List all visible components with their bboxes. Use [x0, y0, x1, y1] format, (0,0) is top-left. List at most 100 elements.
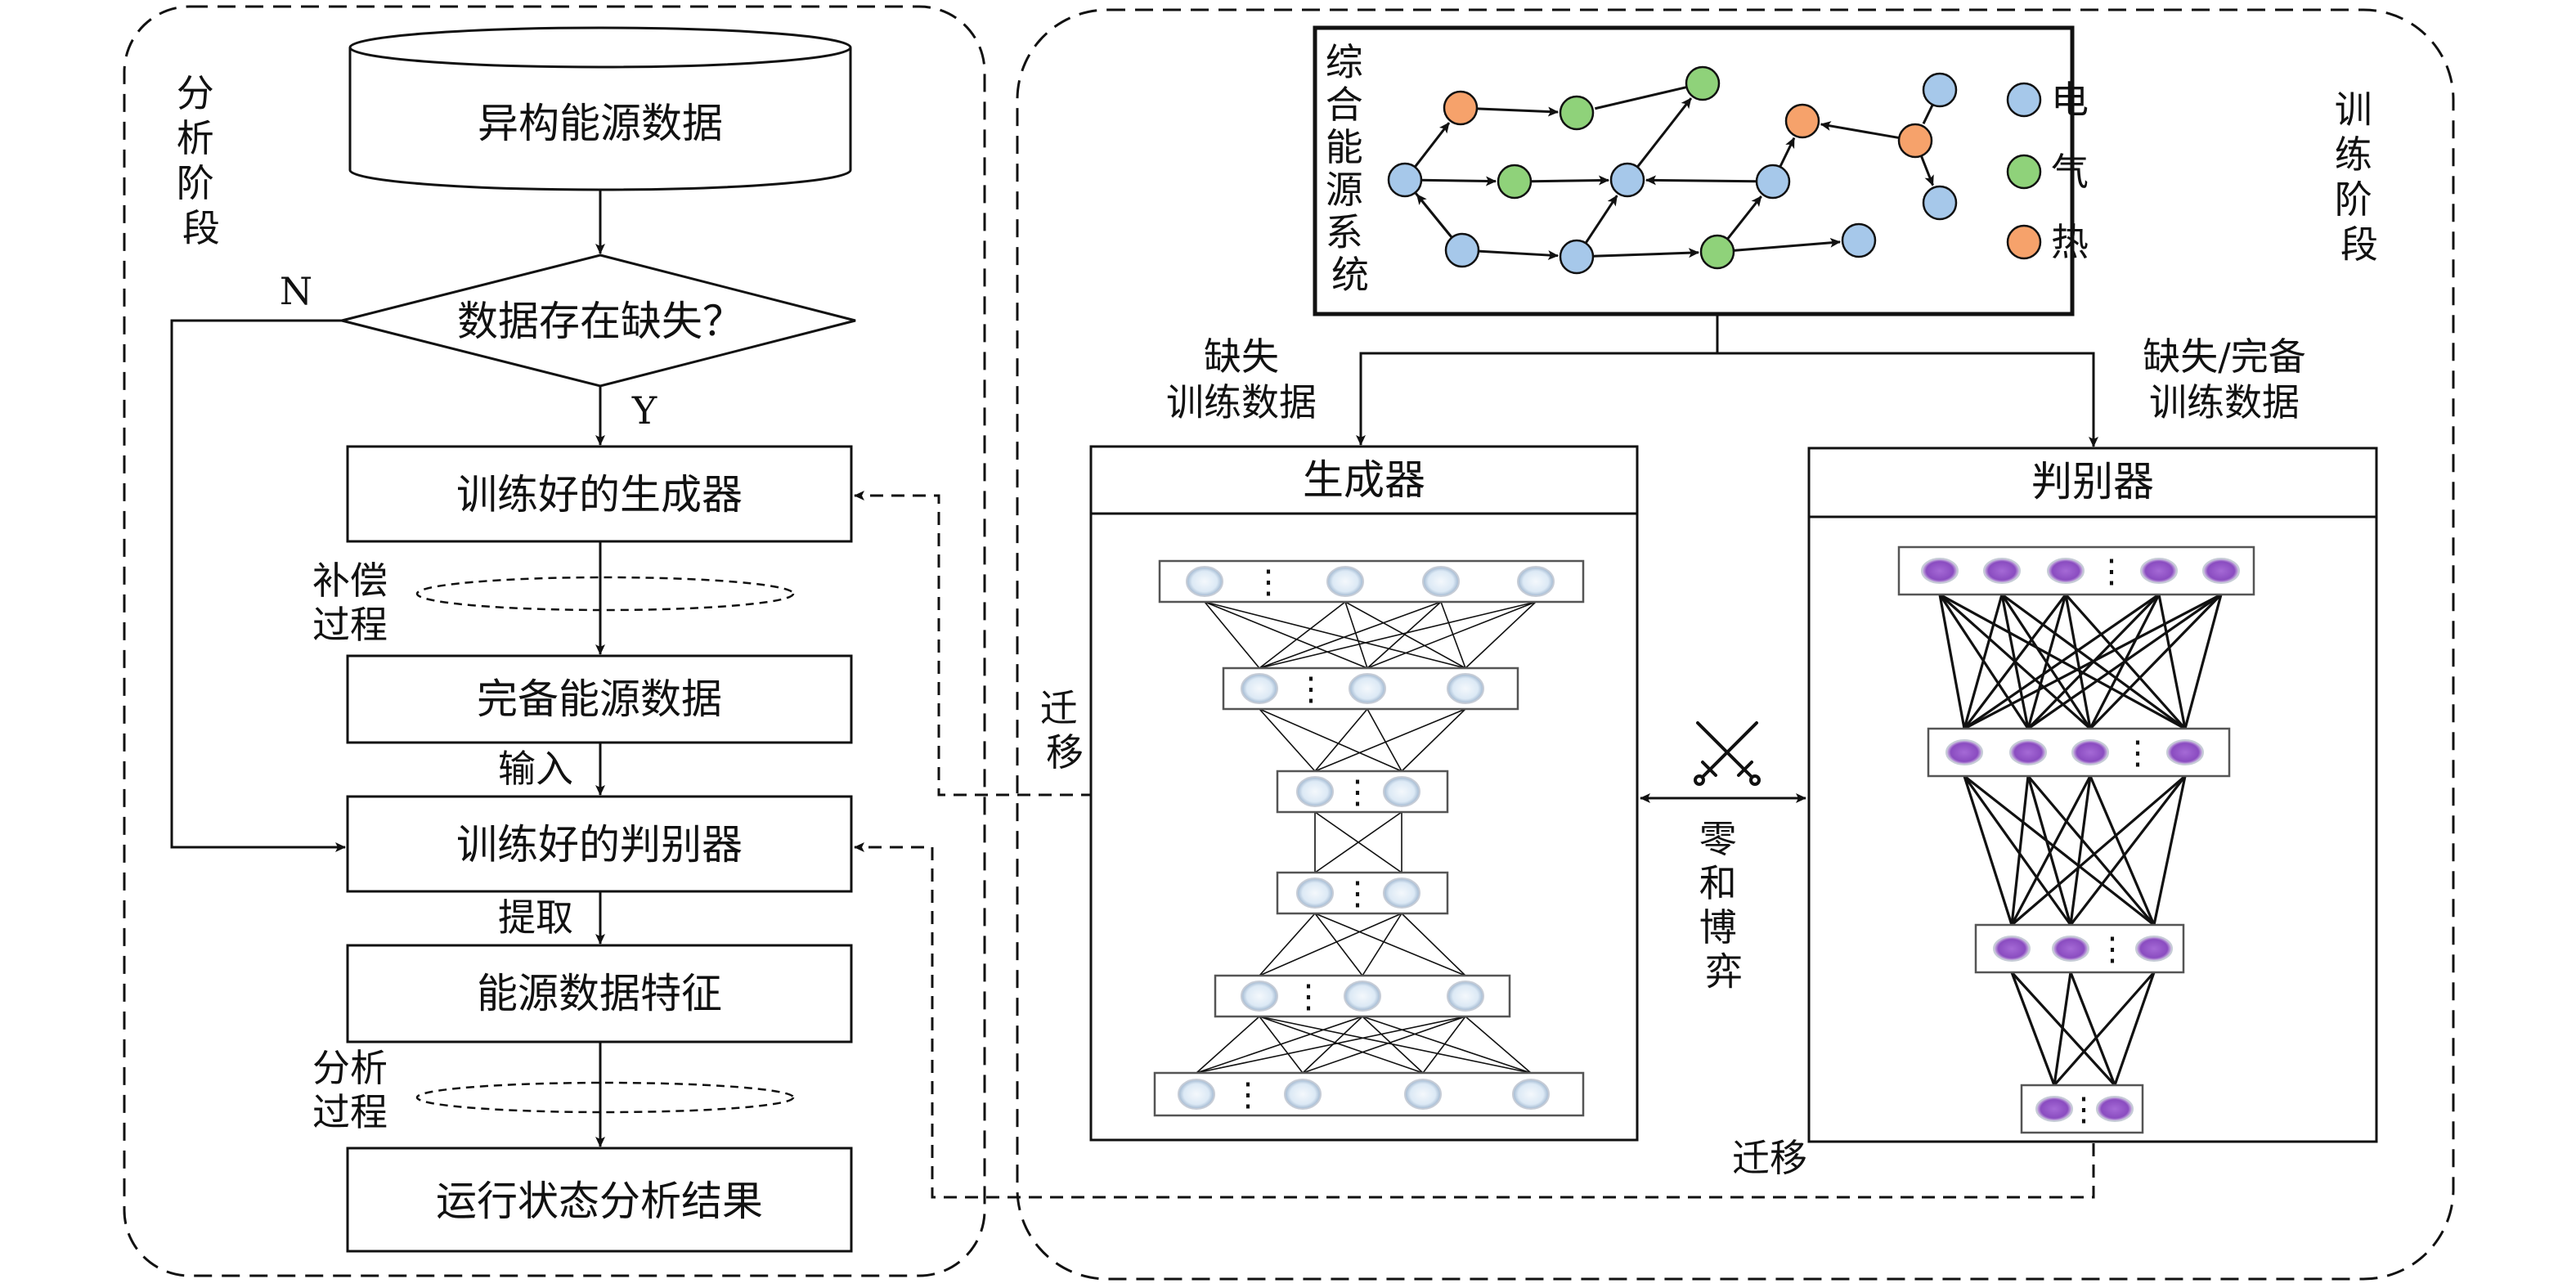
full-data-label-2: 训练数据 — [2149, 380, 2300, 424]
discriminator-connection — [2183, 594, 2223, 729]
discriminator-connection — [2010, 775, 2030, 926]
generator-neuron — [1447, 981, 1484, 1012]
legend-heat-label: 热 — [2051, 220, 2089, 264]
training-stage-frame — [1016, 8, 2455, 1281]
generator-ellipsis: ⋮ — [1292, 978, 1325, 1016]
analysis-stage-label: 分 析 阶 段 — [177, 71, 227, 250]
discriminator-neuron — [2135, 936, 2173, 962]
discriminator-neuron — [2202, 558, 2240, 584]
generator-neuron — [1296, 776, 1334, 807]
generator-connection — [1259, 601, 1442, 669]
system-edge — [1919, 155, 1934, 186]
generator-neuron — [1517, 566, 1555, 597]
system-edge — [1414, 122, 1451, 168]
training-stage-label: 训 练 阶 段 — [2335, 88, 2385, 267]
heat-node — [1443, 90, 1479, 126]
discriminator-connection — [1963, 594, 2067, 729]
system-edge — [1820, 121, 1900, 140]
generator-connection — [1367, 601, 1537, 669]
generator-neuron — [1241, 981, 1278, 1012]
system-edge — [1420, 176, 1497, 186]
energy-features-node — [346, 944, 853, 1043]
legend-electric-swatch — [2006, 82, 2042, 118]
generator-neuron — [1447, 673, 1484, 704]
generator-connection — [1204, 601, 1466, 669]
electric-node — [1559, 239, 1595, 275]
discriminator-neuron — [2140, 558, 2178, 584]
missing-data-label-2: 训练数据 — [1166, 380, 1317, 424]
decision-label: 数据存在缺失？ — [457, 298, 743, 345]
system-edge — [1476, 106, 1560, 117]
system-title: 综 合 能 源 系 统 — [1326, 40, 1376, 297]
discriminator-ellipsis: ⋮ — [2096, 931, 2129, 968]
generator-ellipsis: ⋮ — [1252, 563, 1285, 601]
analysis-result-label: 运行状态分析结果 — [436, 1178, 763, 1225]
system-edge — [1530, 175, 1610, 186]
heat-node — [1784, 103, 1820, 139]
generator-ellipsis: ⋮ — [1295, 671, 1327, 708]
discriminator-connection — [2053, 971, 2156, 1087]
analysis-stage-frame — [123, 5, 986, 1277]
system-edge — [1595, 86, 1687, 110]
trained-generator-node — [346, 445, 853, 543]
generator-neuron — [1326, 566, 1364, 597]
generator-connection — [1367, 601, 1442, 669]
discriminator-connection — [1963, 774, 2155, 927]
compensation-label-2: 过程 — [312, 603, 388, 647]
generator-neuron — [1344, 981, 1381, 1012]
generator-connection — [1259, 601, 1537, 669]
discriminator-neuron — [1945, 739, 1983, 765]
generator-network: ⋮⋮⋮⋮⋮⋮ — [1153, 559, 1585, 1117]
generator-connection — [1259, 1016, 1424, 1074]
discriminator-neuron — [1983, 558, 2021, 584]
system-edge — [1592, 248, 1700, 258]
electric-node — [1922, 72, 1958, 108]
discriminator-connection — [1963, 594, 2004, 729]
generator-connection — [1259, 913, 1402, 976]
generator-layer — [1153, 1071, 1585, 1117]
system-edge — [1584, 195, 1618, 245]
generator-ellipsis: ⋮ — [1232, 1076, 1264, 1114]
generator-layer — [1158, 559, 1585, 604]
discriminator-connection — [1963, 593, 2222, 730]
generator-connection — [1422, 1016, 1466, 1074]
generator-connection — [1314, 708, 1368, 772]
generator-neuron — [1284, 1079, 1322, 1110]
generator-connection — [1259, 708, 1316, 772]
discriminator-connection — [2089, 775, 2156, 926]
transfer-generator-link — [854, 491, 1094, 797]
discriminator-connection — [2026, 774, 2156, 927]
generator-connection — [1314, 913, 1363, 976]
full-data-label-1: 缺失/完备 — [2143, 334, 2306, 379]
generator-connection — [1196, 1016, 1260, 1074]
energy-features-label: 能源数据特征 — [477, 970, 722, 1017]
discriminator-neuron — [2071, 739, 2109, 765]
generator-neuron — [1241, 673, 1278, 704]
complete-energy-data-label: 完备能源数据 — [477, 675, 722, 723]
electric-node — [1841, 222, 1877, 258]
generator-connection — [1196, 1016, 1466, 1074]
compensation-process-ellipse — [415, 576, 795, 612]
discriminator-connection — [2010, 972, 2056, 1086]
electric-node — [1387, 162, 1423, 198]
discriminator-neuron — [1921, 558, 1959, 584]
discriminator-neuron — [2035, 1096, 2073, 1122]
discriminator-connection — [1963, 593, 2160, 730]
system-edge — [1779, 137, 1796, 168]
compensation-label-1: 补偿 — [312, 559, 388, 603]
trained-generator-label: 训练好的生成器 — [456, 471, 743, 518]
analysis-label-1: 分析 — [312, 1046, 388, 1090]
no-branch-label: N — [280, 269, 312, 313]
zero-sum-label: 零 和 博 弈 — [1699, 817, 1749, 994]
discriminator-connection — [2157, 594, 2187, 729]
discriminator-connection — [2064, 594, 2092, 729]
gas-node — [1685, 65, 1721, 101]
legend-electric-label: 电 — [2051, 78, 2089, 122]
electric-node — [1444, 232, 1480, 268]
generator-neuron — [1383, 877, 1420, 909]
generator-connection — [1259, 1016, 1532, 1074]
trained-discriminator-node — [346, 795, 853, 893]
raw-energy-data-node: 异构能源数据 — [348, 26, 852, 191]
discriminator-network: ⋮⋮⋮⋮ — [1897, 545, 2255, 1134]
discriminator-neuron — [2166, 739, 2204, 765]
